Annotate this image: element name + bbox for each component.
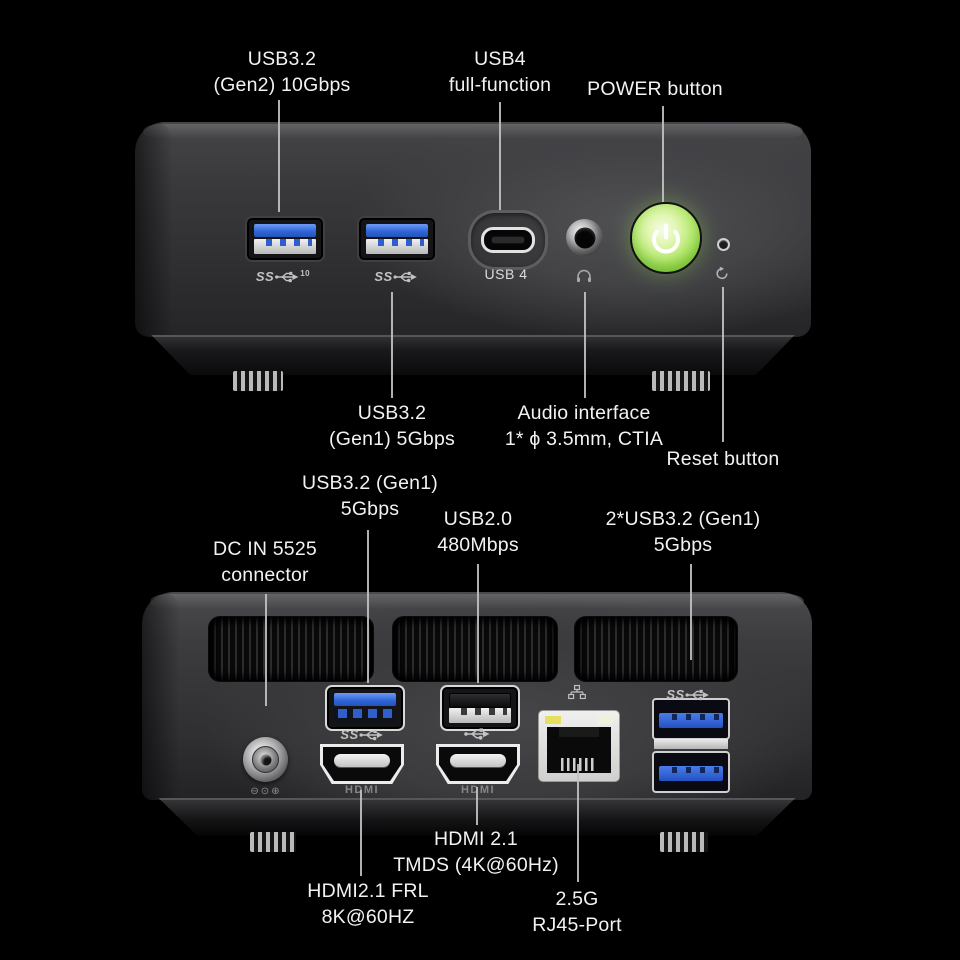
usb-trident-icon — [685, 689, 710, 700]
leader-reset — [722, 287, 724, 442]
label-dc-in: DC IN 5525 connector — [213, 538, 317, 586]
leader-usb32-gen1-front — [391, 292, 393, 398]
leader-audio — [584, 292, 586, 398]
label-hdmi-frl: HDMI2.1 FRL 8K@60HZ — [307, 880, 429, 928]
audio-jack — [566, 219, 603, 256]
leader-usb32-dual — [690, 564, 692, 660]
usb-tongue — [254, 224, 316, 237]
label-rj45: 2.5G RJ45-Port — [532, 888, 622, 936]
label-hdmi-tmds: HDMI 2.1 TMDS (4K@60Hz) — [393, 828, 559, 876]
usb-a-port-gen1-rear — [325, 685, 405, 731]
label-usb32-dual: 2*USB3.2 (Gen1) 5Gbps — [605, 508, 761, 556]
label-reset-button: Reset button — [666, 448, 780, 470]
leader-rj45 — [577, 764, 579, 882]
label-usb32-gen2: USB3.2 (Gen2) 10Gbps — [213, 48, 351, 96]
usb4-port-label: USB 4 — [484, 266, 528, 282]
hdmi-logo-2: HDMI — [460, 784, 496, 796]
ss-mark: SS — [374, 269, 418, 284]
usb-trident-icon — [393, 271, 418, 282]
ethernet-icon — [568, 684, 586, 705]
rj45-led-green — [597, 716, 613, 724]
rj45-port — [538, 710, 620, 782]
hdmi-port-1 — [320, 744, 404, 784]
vent-grille-1 — [208, 616, 374, 682]
front-foot-right — [652, 371, 710, 391]
label-usb20: USB2.0 480Mbps — [437, 508, 519, 556]
ss-mark-rear-usb3: SS — [340, 727, 384, 742]
headphone-icon — [576, 268, 592, 288]
dual-usb3-stack — [652, 698, 730, 793]
label-usb32-gen1-front: USB3.2 (Gen1) 5Gbps — [329, 402, 455, 450]
rear-foot-left — [250, 832, 296, 852]
vent-grille-3 — [574, 616, 738, 682]
leader-power — [662, 106, 664, 202]
dc-in-jack — [243, 737, 288, 782]
label-usb4: USB4 full-function — [448, 48, 552, 96]
usb-c-port — [468, 210, 548, 270]
leader-usb20 — [477, 564, 479, 683]
label-usb32-gen1-rear: USB3.2 (Gen1) 5Gbps — [302, 472, 438, 520]
usb-trident-icon — [275, 271, 299, 282]
hdmi-port-2 — [436, 744, 520, 784]
leader-hdmi-frl — [360, 790, 362, 876]
power-button — [630, 202, 702, 274]
usb-trident-icon — [359, 729, 384, 740]
leader-usb4 — [499, 102, 501, 210]
ss-mark-rear-dual: SS — [666, 687, 710, 702]
hdmi-logo-1: HDMI — [344, 784, 380, 796]
leader-usb32-gen2 — [278, 100, 280, 212]
usb-tongue — [366, 224, 428, 237]
rear-foot-right — [660, 832, 708, 852]
front-foot-left — [233, 371, 283, 391]
usb3-stacked-top — [652, 698, 730, 740]
usb3-stacked-bottom — [652, 751, 730, 793]
leader-usb32-gen1-rear — [367, 530, 369, 683]
power-icon — [652, 223, 680, 254]
status-led — [717, 238, 730, 251]
front-device-base — [151, 335, 795, 375]
rj45-led-amber — [545, 716, 561, 724]
leader-dc-in — [265, 594, 267, 706]
usb2-port — [440, 685, 520, 731]
label-audio-interface: Audio interface 1* ϕ 3.5mm, CTIA — [504, 402, 664, 450]
usb2-trident-icon — [464, 727, 490, 746]
usb-a-port-gen1-front — [357, 216, 437, 262]
reset-icon — [715, 266, 730, 286]
vent-grille-2 — [392, 616, 558, 682]
usb-a-port-gen2 — [245, 216, 325, 262]
label-power-button: POWER button — [587, 78, 723, 100]
dc-polarity-mark: ⊖⊙⊕ — [250, 786, 282, 797]
leader-hdmi-tmds — [476, 787, 478, 825]
